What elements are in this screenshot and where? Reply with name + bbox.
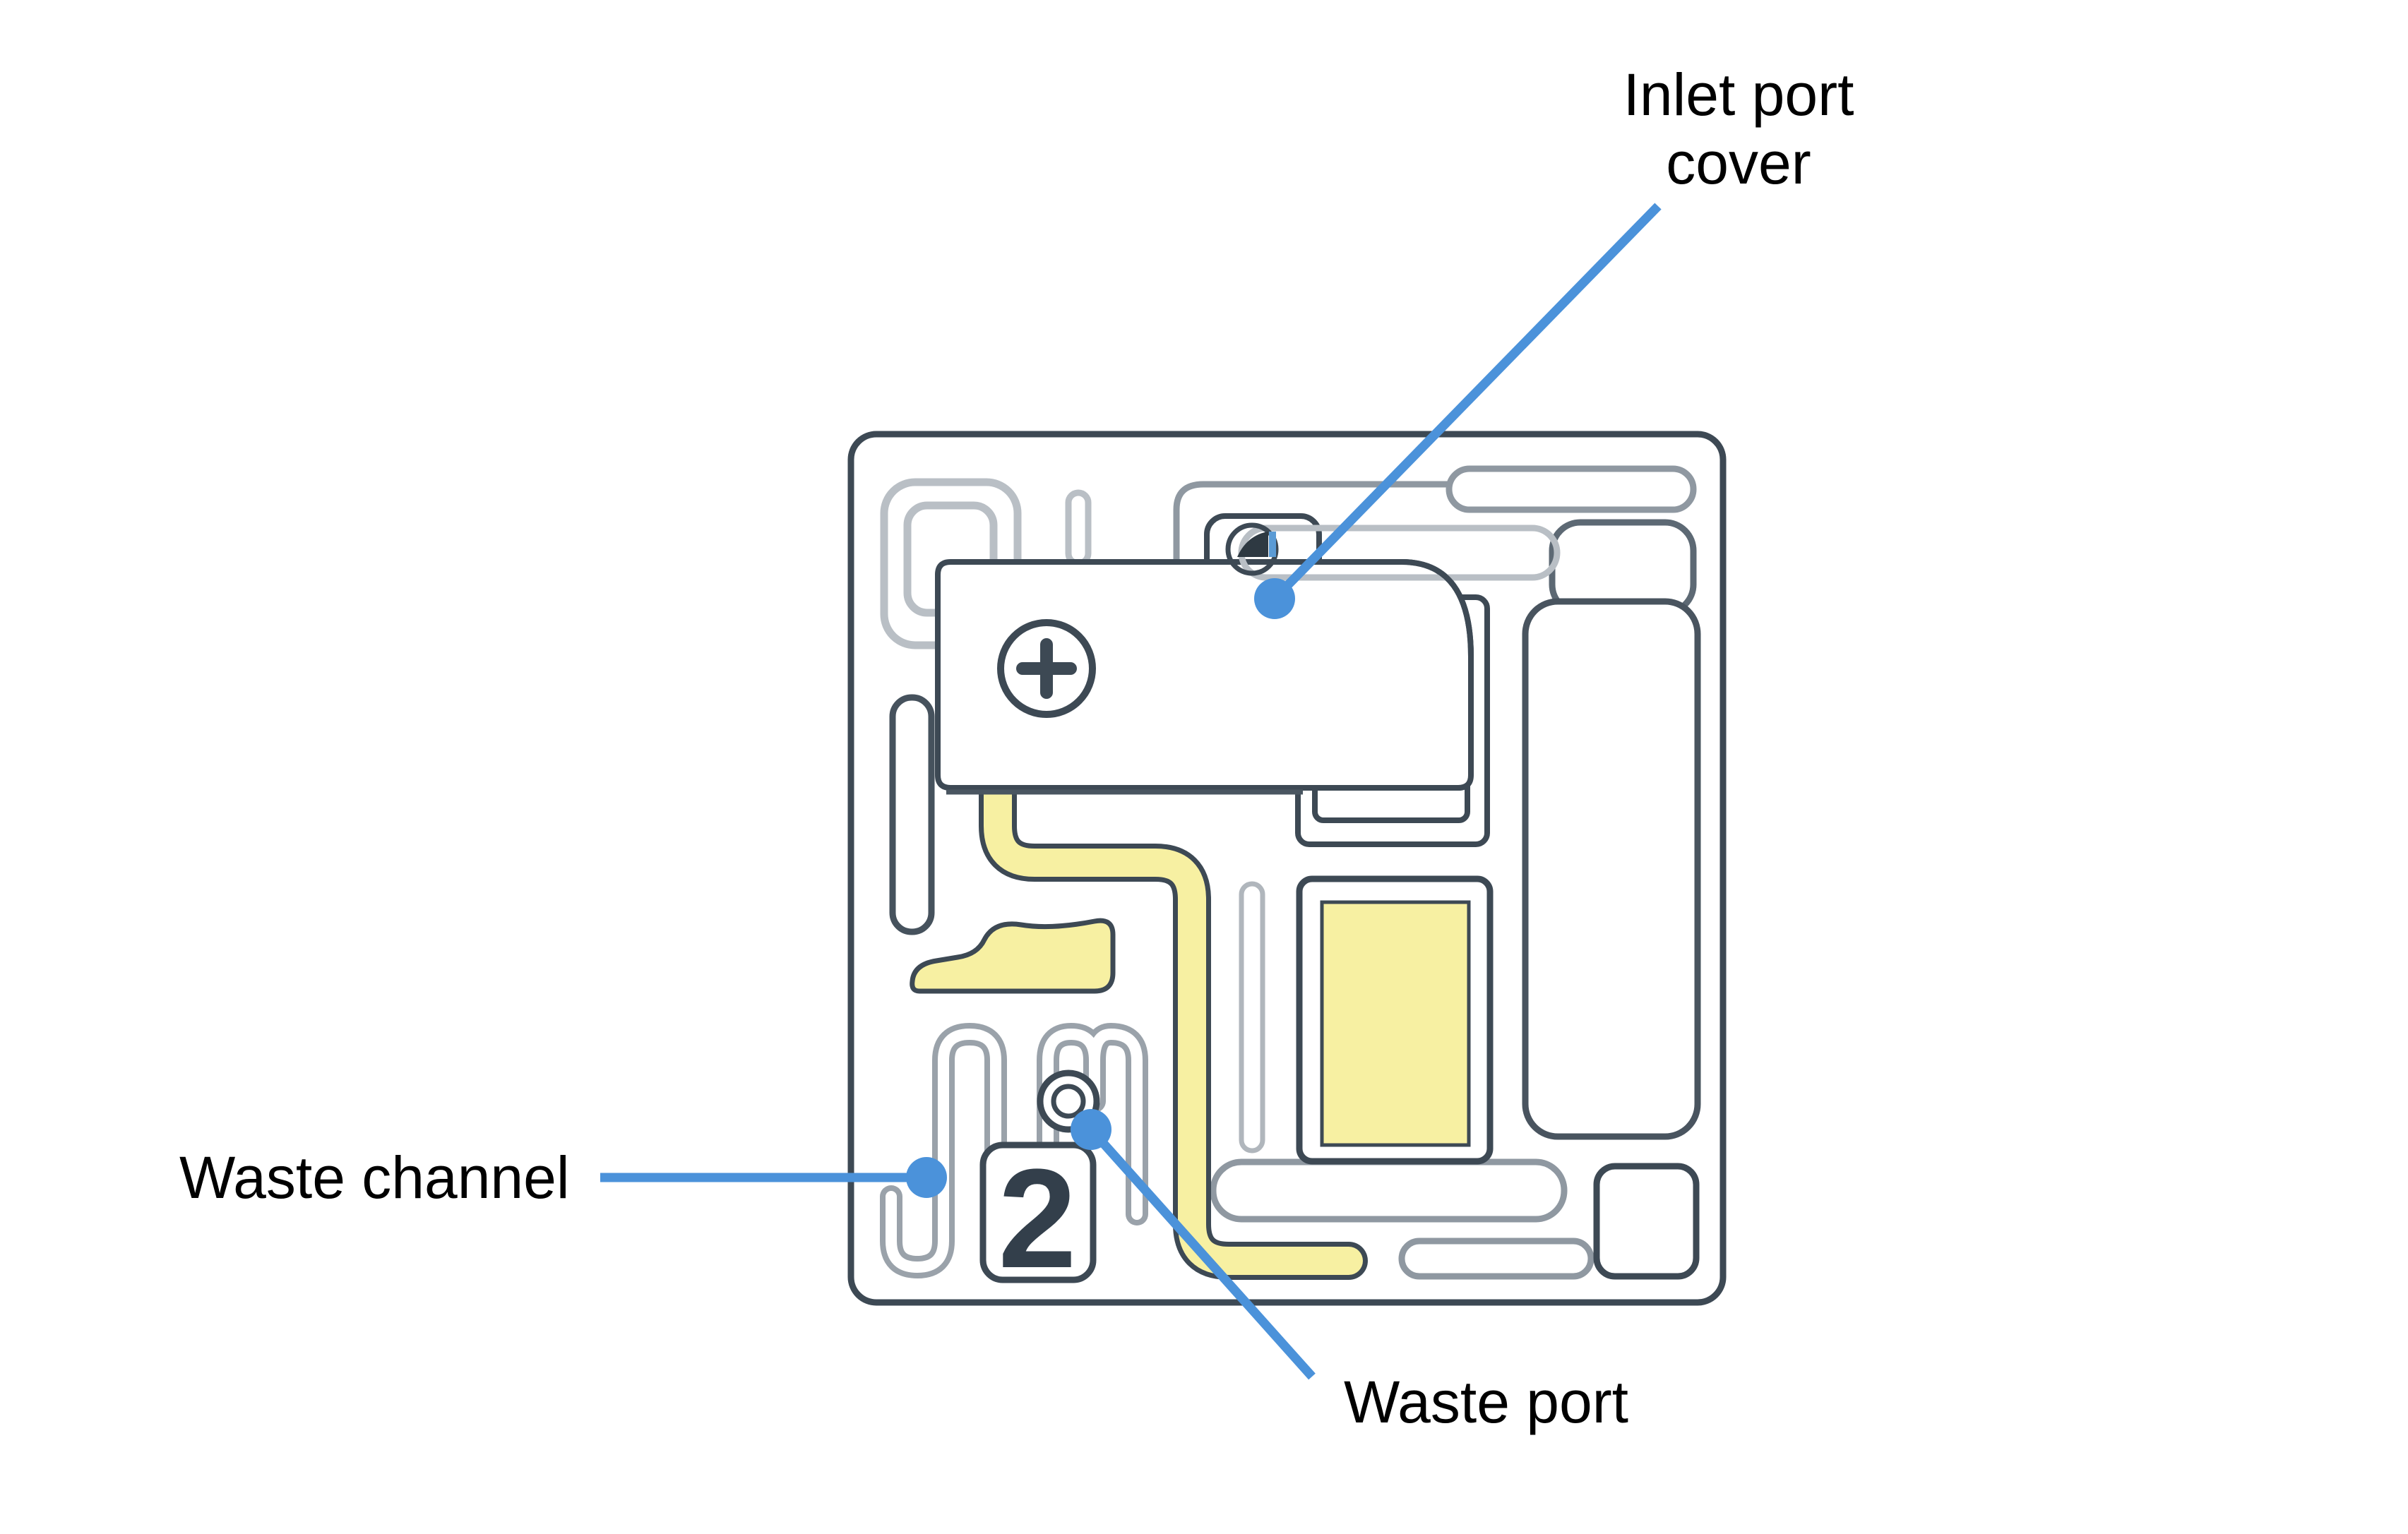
- inlet-connector-channel: [1173, 481, 1449, 565]
- inlet-port-cover-label-line1: Inlet port: [1623, 61, 1854, 128]
- port-1-numeral-fragment: [1237, 532, 1268, 557]
- right-chamber: [1522, 598, 1701, 1140]
- waste-well-2: 2: [979, 1140, 1097, 1298]
- inlet-port-cover: [935, 559, 1474, 791]
- screw-icon: [997, 619, 1096, 718]
- port-1-highlight: [1269, 532, 1276, 557]
- inlet-cover-leader-line: [1271, 203, 1662, 602]
- inlet-port-1-assembly: [1225, 522, 1561, 657]
- top-right-channel: [1446, 465, 1697, 513]
- inlet-port-cover-label-line2: cover: [1666, 130, 1811, 196]
- center-vent-channel: [1239, 881, 1265, 1154]
- bottom-right-chamber: [1593, 1163, 1700, 1280]
- waste-port-leader-line: [1087, 1126, 1316, 1380]
- waste-pad: [910, 918, 1116, 994]
- waste-channel-label: Waste channel: [179, 1144, 570, 1211]
- waste-serpentine-channel: [880, 1022, 1148, 1279]
- waste-port-label: Waste port: [1344, 1369, 1628, 1435]
- bottom-channel: [1210, 1158, 1568, 1223]
- annotation-leaders: [600, 203, 1662, 1380]
- inlet-cover-leader-dot: [1254, 578, 1295, 619]
- left-reservoir-channel: [889, 694, 935, 935]
- vent-stub-channel: [1065, 489, 1092, 567]
- waste-well-number: 2: [998, 1140, 1076, 1298]
- waste-channel-leader-dot: [906, 1157, 947, 1198]
- reagent-chamber: [1296, 875, 1494, 1165]
- waste-port-leader-dot: [1071, 1109, 1111, 1150]
- bottom-small-channel: [1398, 1238, 1595, 1280]
